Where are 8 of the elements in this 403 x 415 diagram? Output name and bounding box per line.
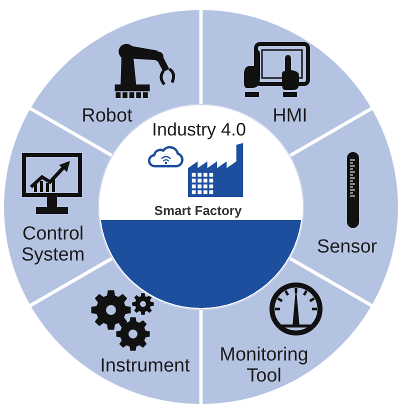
segment-label: Instrument <box>100 356 190 378</box>
segment-label: Monitoring Tool <box>220 345 308 387</box>
segment-label: Sensor <box>316 238 378 258</box>
hub-subtitle: Smart Factory <box>154 204 242 218</box>
segment-label: HMI <box>272 106 308 128</box>
hub-title: Industry 4.0 <box>152 120 246 140</box>
segment-label: Control System <box>21 224 85 266</box>
segment-label: Robot <box>82 106 132 128</box>
